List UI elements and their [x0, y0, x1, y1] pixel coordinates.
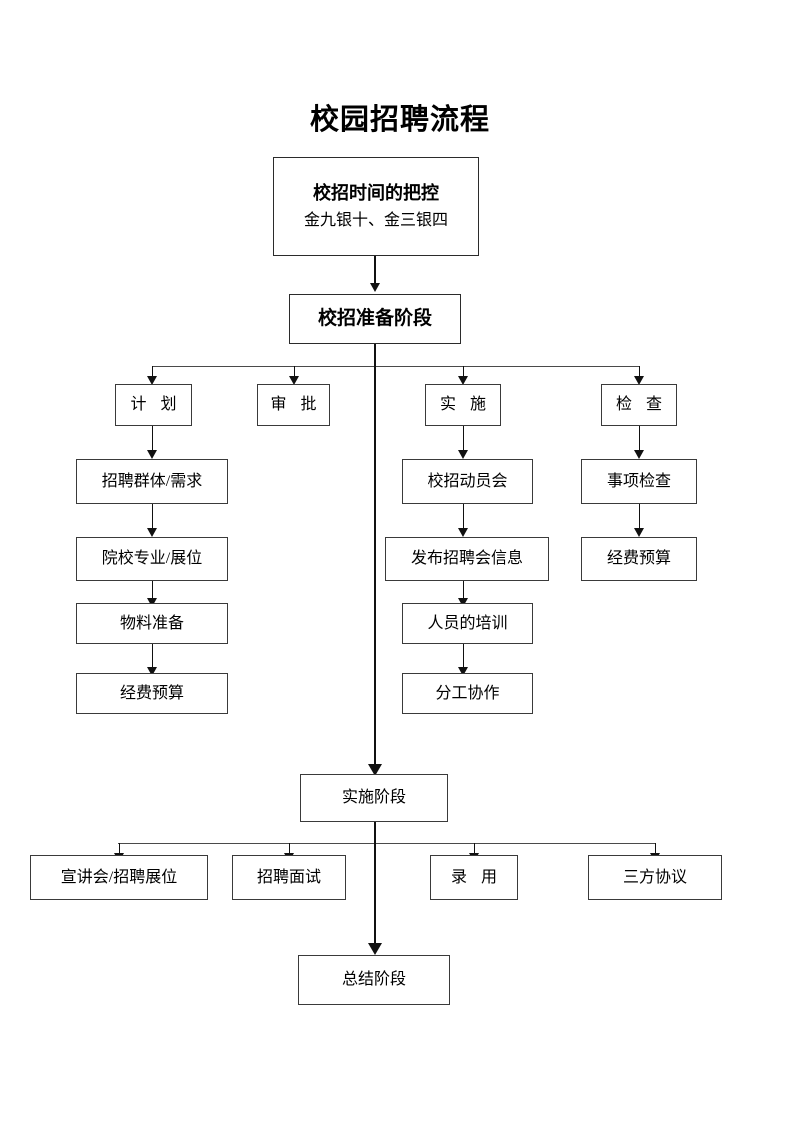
arrowhead-trunk-to-implementation — [368, 764, 382, 776]
node-execution-item-1: 校招动员会 — [402, 459, 533, 504]
arrowhead-plan-item1-to-item2 — [146, 528, 157, 537]
node-impl-hire: 录 用 — [430, 855, 518, 900]
trunk-prep-to-implementation — [373, 344, 377, 766]
node-execution-item-3: 人员的培训 — [402, 603, 533, 644]
node-plan-item-2: 院校专业/展位 — [76, 537, 228, 581]
arrowhead-execution-item3-to-item4 — [457, 667, 468, 676]
connector-inspection-item1-to-item2 — [638, 504, 640, 529]
node-prep-stage: 校招准备阶段 — [289, 294, 461, 344]
arrowhead-inspection-to-item1 — [633, 450, 644, 459]
node-phase-approval: 审 批 — [257, 384, 330, 426]
arrowhead-plan-item2-to-item3 — [146, 598, 157, 607]
connector-bus-to-plan — [151, 366, 153, 379]
node-phase-plan: 计 划 — [115, 384, 192, 426]
connector-bus-to-inspection — [638, 366, 640, 379]
connector-execution-item1-to-item2 — [462, 504, 464, 529]
connector-plan-to-item1 — [151, 426, 153, 451]
trunk-implementation-to-summary — [373, 822, 377, 945]
connector-inspection-to-item1 — [638, 426, 640, 451]
arrowhead-bus-to-approval — [288, 376, 299, 385]
node-summary-stage: 总结阶段 — [298, 955, 450, 1005]
connector-bus-to-session — [118, 843, 120, 855]
arrowhead-execution-to-item1 — [457, 450, 468, 459]
node-timing-control: 校招时间的把控 金九银十、金三银四 — [273, 157, 479, 256]
node-inspection-item-1: 事项检查 — [581, 459, 697, 504]
node-phase-inspection: 检 查 — [601, 384, 677, 426]
node-execution-item-2: 发布招聘会信息 — [385, 537, 549, 581]
node-impl-session: 宣讲会/招聘展位 — [30, 855, 208, 900]
arrowhead-bus-to-plan — [146, 376, 157, 385]
node-plan-item-4: 经费预算 — [76, 673, 228, 714]
arrowhead-timing-to-prep — [369, 283, 380, 292]
page-title: 校园招聘流程 — [309, 104, 490, 136]
connector-bus-to-hire — [473, 843, 475, 855]
bus-prep-distribution — [152, 366, 639, 368]
arrowhead-execution-item1-to-item2 — [457, 528, 468, 537]
node-execution-item-4: 分工协作 — [402, 673, 533, 714]
connector-timing-to-prep — [374, 256, 376, 283]
node-timing-control-line2: 金九银十、金三银四 — [303, 212, 448, 230]
arrowhead-plan-to-item1 — [146, 450, 157, 459]
connector-plan-item1-to-item2 — [151, 504, 153, 529]
arrowhead-bus-to-inspection — [633, 376, 644, 385]
arrowhead-trunk-to-summary — [368, 943, 382, 955]
node-impl-interview: 招聘面试 — [232, 855, 346, 900]
node-timing-control-line1: 校招时间的把控 — [313, 182, 439, 203]
node-phase-execution: 实 施 — [425, 384, 501, 426]
connector-bus-to-interview — [288, 843, 290, 855]
node-inspection-item-2: 经费预算 — [581, 537, 697, 581]
connector-plan-item2-to-item3 — [151, 581, 153, 600]
connector-execution-to-item1 — [462, 426, 464, 451]
node-implementation-stage: 实施阶段 — [300, 774, 448, 822]
connector-bus-to-approval — [293, 366, 295, 379]
arrowhead-plan-item3-to-item4 — [146, 667, 157, 676]
node-impl-agreement: 三方协议 — [588, 855, 722, 900]
connector-plan-item3-to-item4 — [151, 644, 153, 669]
connector-bus-to-agreement — [654, 843, 656, 855]
connector-execution-item3-to-item4 — [462, 644, 464, 669]
arrowhead-execution-item2-to-item3 — [457, 598, 468, 607]
node-plan-item-1: 招聘群体/需求 — [76, 459, 228, 504]
node-plan-item-3: 物料准备 — [76, 603, 228, 644]
connector-execution-item2-to-item3 — [462, 581, 464, 600]
connector-bus-to-execution — [462, 366, 464, 379]
bus-implementation-distribution — [118, 843, 655, 845]
arrowhead-inspection-item1-to-item2 — [633, 528, 644, 537]
arrowhead-bus-to-execution — [457, 376, 468, 385]
